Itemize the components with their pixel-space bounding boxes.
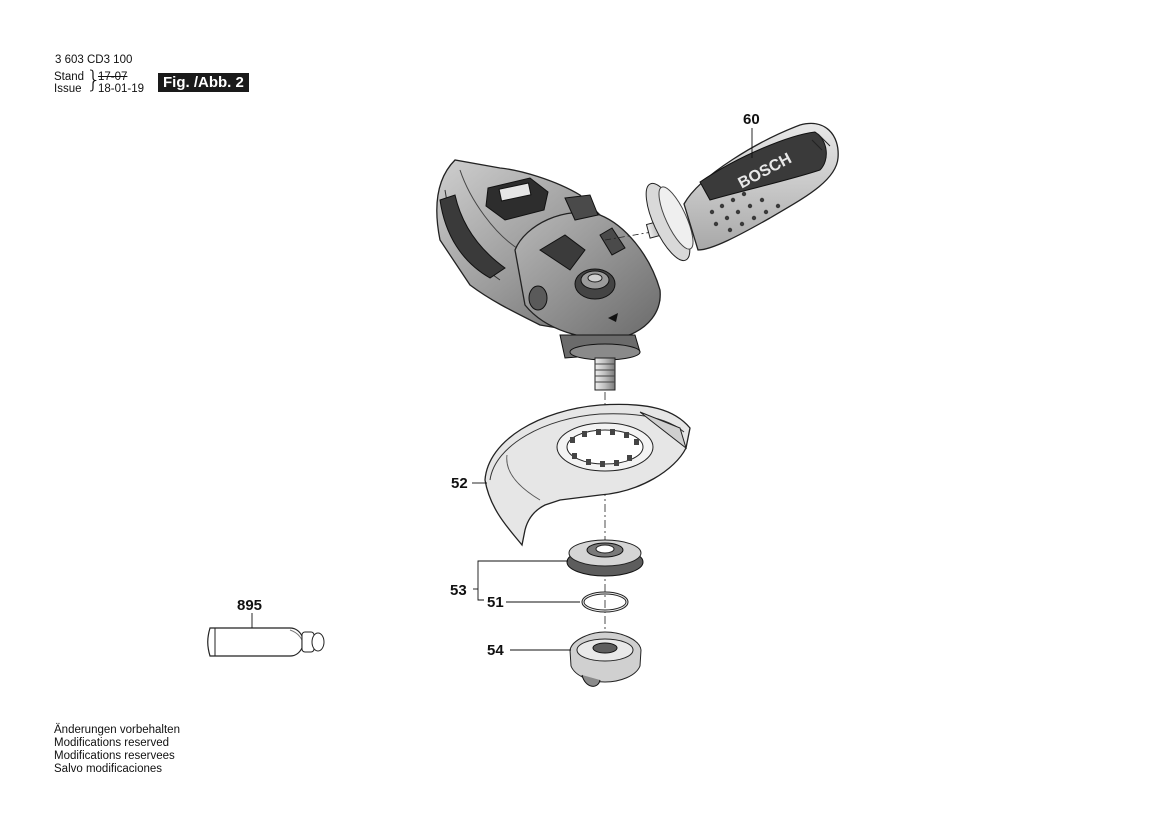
side-handle-60: BOSCH: [604, 122, 839, 262]
part-number: 3 603 CD3 100: [55, 54, 133, 66]
clamping-nut-54: [569, 631, 642, 687]
modifications-notice: Änderungen vorbehalten Modifications res…: [54, 724, 180, 776]
grease-tube-895: [207, 613, 325, 657]
stand-old-date: 17-07: [98, 71, 128, 83]
brace-glyph: }: [86, 66, 102, 94]
stand-label: Stand: [54, 71, 85, 83]
issue-label: Issue: [54, 83, 82, 95]
grinder-body: [436, 159, 661, 391]
wheel-guard-52: [472, 403, 691, 547]
callout-895: 895: [237, 597, 263, 614]
callout-52: 52: [451, 475, 468, 492]
callout-54: 54: [487, 642, 504, 659]
leader-lines: [473, 560, 580, 651]
footer-line-es: Salvo modificaciones: [54, 763, 163, 775]
callout-53: 53: [450, 582, 467, 599]
o-ring-51: [581, 591, 629, 613]
footer-line-en: Modifications reserved: [54, 737, 170, 749]
issue-date: 18-01-19: [98, 83, 145, 95]
figure-label: Fig. /Abb. 2: [158, 73, 249, 92]
callout-60: 60: [743, 111, 760, 128]
callout-51: 51: [487, 594, 504, 611]
footer-line-fr: Modifications reservees: [54, 750, 175, 762]
flange-53: [566, 539, 644, 577]
footer-line-de: Änderungen vorbehalten: [54, 724, 180, 736]
